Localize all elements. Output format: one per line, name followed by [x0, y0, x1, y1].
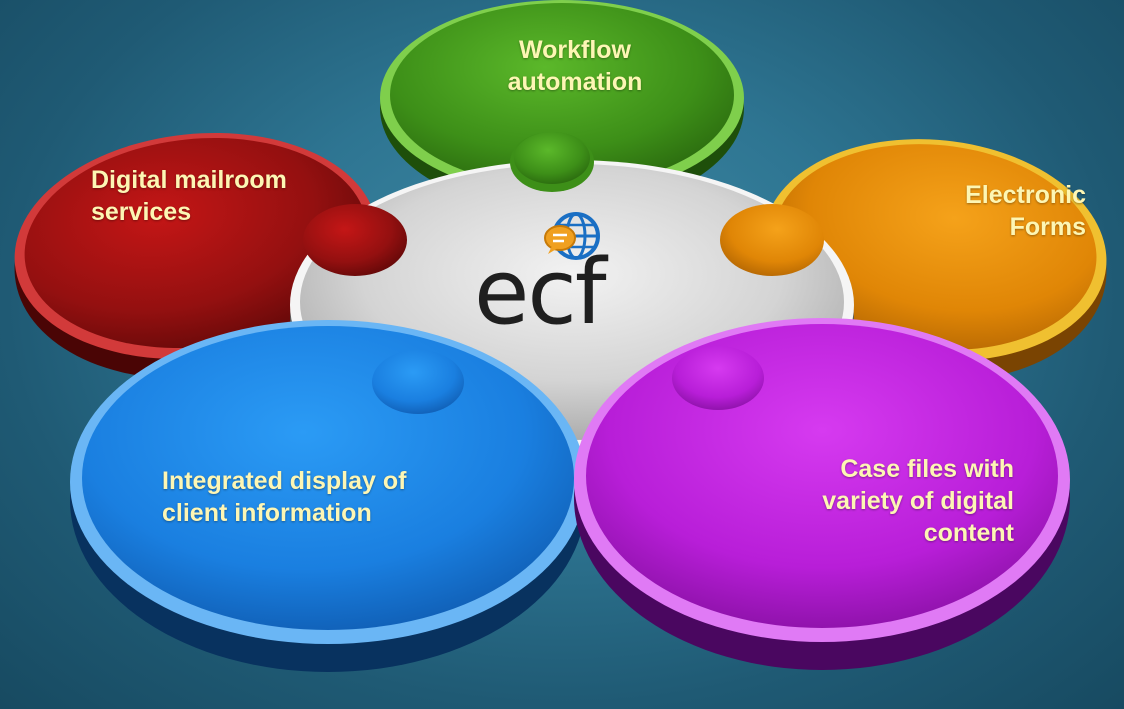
petal-workflow — [380, 0, 744, 212]
label-line: automation — [507, 68, 643, 96]
label-integrated-display: Integrated display of client information — [162, 465, 406, 529]
label-electronic-forms: Electronic Forms — [965, 179, 1086, 243]
label-line: services — [91, 198, 192, 226]
label-digital-mailroom: Digital mailroom services — [91, 164, 287, 228]
ecf-logo: ecf — [474, 240, 607, 345]
label-line: Forms — [1009, 213, 1086, 241]
label-line: Digital mailroom — [91, 166, 287, 194]
label-case-files: Case files with variety of digital conte… — [822, 453, 1014, 549]
label-line: Electronic — [965, 181, 1086, 209]
petal-casefiles — [574, 318, 1070, 670]
label-line: Case files with — [840, 455, 1014, 483]
globe-chat-icon — [544, 212, 600, 260]
label-line: Workflow — [518, 36, 632, 64]
label-line: content — [923, 519, 1014, 547]
petal-display — [70, 320, 586, 672]
label-line: client information — [162, 499, 372, 527]
label-line: Integrated display of — [162, 467, 407, 495]
label-line: variety of digital — [822, 487, 1014, 515]
petal-mailroom — [14, 133, 378, 379]
label-workflow-automation: Workflow automation — [470, 34, 680, 98]
